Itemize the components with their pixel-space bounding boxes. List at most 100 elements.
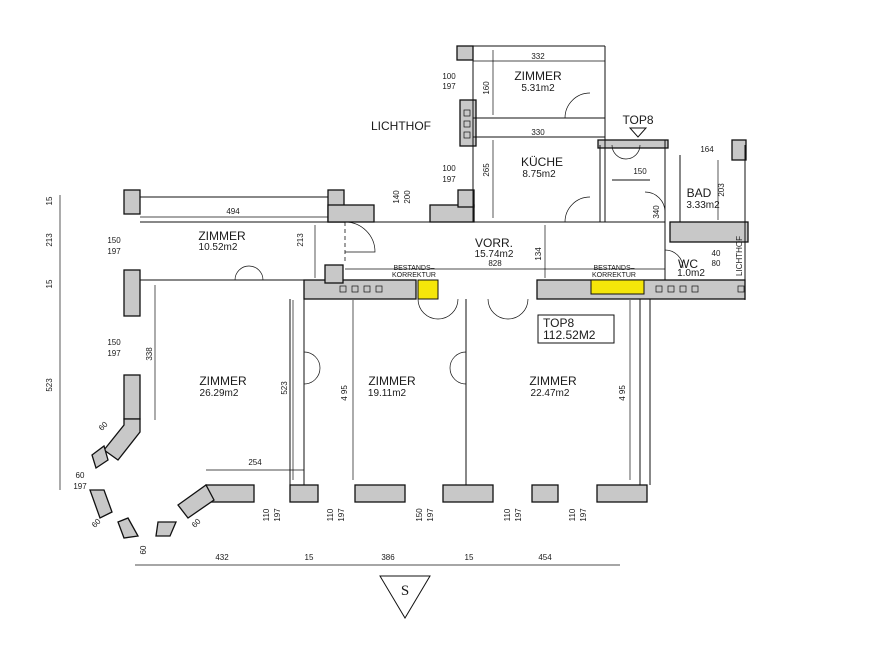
wall-segment — [123, 189, 141, 215]
dimension-text: 4 95 — [340, 385, 349, 401]
room-area: 8.75m2 — [522, 169, 556, 180]
dimension-text: 15 — [305, 553, 314, 562]
dimension-text: 197 — [579, 508, 588, 522]
wall-segment — [457, 189, 475, 208]
bestand-korrektur-mark — [590, 279, 645, 295]
dimension-text: 160 — [482, 81, 491, 95]
dimension-text: 60 — [97, 420, 110, 433]
dimension-text: 338 — [145, 347, 154, 361]
dimension-text: 494 — [226, 207, 240, 216]
bay-wall — [117, 517, 140, 539]
bay-wall — [103, 418, 141, 461]
room-labels: ZIMMER 5.31m2 KÜCHE 8.75m2 BAD 3.33m2 ZI… — [198, 69, 720, 399]
room-area: 3.33m2 — [686, 200, 720, 211]
dimension-text: 110 — [503, 508, 512, 521]
dimension-text: 197 — [273, 508, 282, 522]
bestand-label: KORREKTUR — [392, 272, 436, 279]
south-marker — [379, 575, 431, 619]
dimension-text: 197 — [73, 482, 87, 491]
room-area: 15.74m2 — [475, 249, 514, 260]
walls — [89, 45, 749, 539]
dimension-text: 110 — [326, 508, 335, 521]
dimension-text: 454 — [538, 553, 552, 562]
dimension-text: 432 — [215, 553, 229, 562]
dimension-text: 60 — [190, 517, 203, 530]
bestand-korrektur-mark — [417, 279, 439, 300]
top8-box-name: TOP8 — [543, 316, 574, 330]
room-area: 1.0m2 — [677, 268, 705, 279]
wall-segment — [324, 264, 344, 284]
dimension-text: 60 — [139, 545, 148, 554]
room-area: 10.52m2 — [199, 242, 238, 253]
wall-segment — [531, 484, 559, 503]
dimension-text: 332 — [531, 52, 545, 61]
dimension-text: 150 — [633, 167, 647, 176]
wall-segment — [303, 279, 417, 300]
dimension-text: 200 — [403, 190, 412, 204]
dimension-text: 213 — [45, 233, 54, 247]
chimney-marks — [339, 109, 745, 293]
dimension-text: 40 — [712, 249, 721, 258]
wall-segment — [731, 139, 747, 161]
wall-segment — [597, 139, 669, 149]
wall-segment — [327, 204, 375, 223]
misc-labels: LICHTHOF LICHTHOF TOP8 TOP8 112.52M2 BES… — [371, 113, 744, 599]
top8-marker-triangle — [628, 127, 648, 138]
top8-box-area: 112.52M2 — [543, 328, 596, 342]
room-name: ZIMMER — [514, 69, 562, 83]
top8-area-box — [537, 314, 615, 344]
dimension-text: 15 — [45, 196, 54, 205]
bay-wall — [177, 484, 215, 519]
room-name: KÜCHE — [521, 155, 563, 169]
room-area: 26.29m2 — [200, 388, 239, 399]
bestand-label: KORREKTUR — [592, 272, 636, 279]
dimension-text: 265 — [482, 163, 491, 177]
wall-segment — [669, 221, 749, 243]
dimension-text: 197 — [442, 175, 456, 184]
room-name: ZIMMER — [199, 374, 247, 388]
room-name: ZIMMER — [198, 229, 246, 243]
dimension-text: 150 — [415, 508, 424, 522]
wall-segment — [456, 45, 474, 61]
dimension-text: 60 — [90, 517, 103, 530]
dimension-text: 523 — [45, 378, 54, 392]
dimension-text: 100 — [442, 164, 456, 173]
dimension-text: 80 — [712, 259, 721, 268]
dimension-text: 4 95 — [618, 385, 627, 401]
dimension-text: 100 — [442, 72, 456, 81]
south-label: S — [401, 583, 409, 599]
bestand-label: BESTANDS– — [593, 265, 634, 272]
wall-segment — [354, 484, 406, 503]
wall-segment — [442, 484, 494, 503]
top8-marker-label: TOP8 — [622, 113, 653, 127]
wall-segment — [459, 99, 477, 147]
dimension-text: 197 — [107, 247, 121, 256]
doors — [234, 92, 684, 385]
bay-wall — [155, 521, 177, 537]
wall-segment — [123, 374, 141, 420]
room-name: VORR. — [475, 236, 513, 250]
room-name: ZIMMER — [368, 374, 416, 388]
dimension-labels: 332 330 160 265 100 197 100 197 140 200 … — [45, 52, 726, 562]
dimension-text: 110 — [568, 508, 577, 521]
bay-wall — [89, 489, 113, 519]
dimension-text: 523 — [280, 381, 289, 395]
room-area: 5.31m2 — [521, 83, 555, 94]
dimension-text: 150 — [107, 236, 121, 245]
bay-wall — [91, 444, 109, 470]
dimension-text: 197 — [426, 508, 435, 522]
dimension-text: 197 — [442, 82, 456, 91]
lichthof-label: LICHTHOF — [371, 119, 431, 133]
dimension-text: 15 — [45, 279, 54, 288]
wall-segment — [289, 484, 319, 503]
dimension-text: 15 — [465, 553, 474, 562]
lichthof-side-label: LICHTHOF — [735, 236, 744, 276]
dimension-text: 150 — [107, 338, 121, 347]
interior-lines — [140, 45, 746, 485]
dimension-text: 254 — [248, 458, 262, 467]
room-name: ZIMMER — [529, 374, 577, 388]
bestand-label: BESTANDS– — [393, 265, 434, 272]
dimension-text: 60 — [76, 471, 85, 480]
dimension-text: 330 — [531, 128, 545, 137]
dimension-text: 140 — [392, 190, 401, 204]
